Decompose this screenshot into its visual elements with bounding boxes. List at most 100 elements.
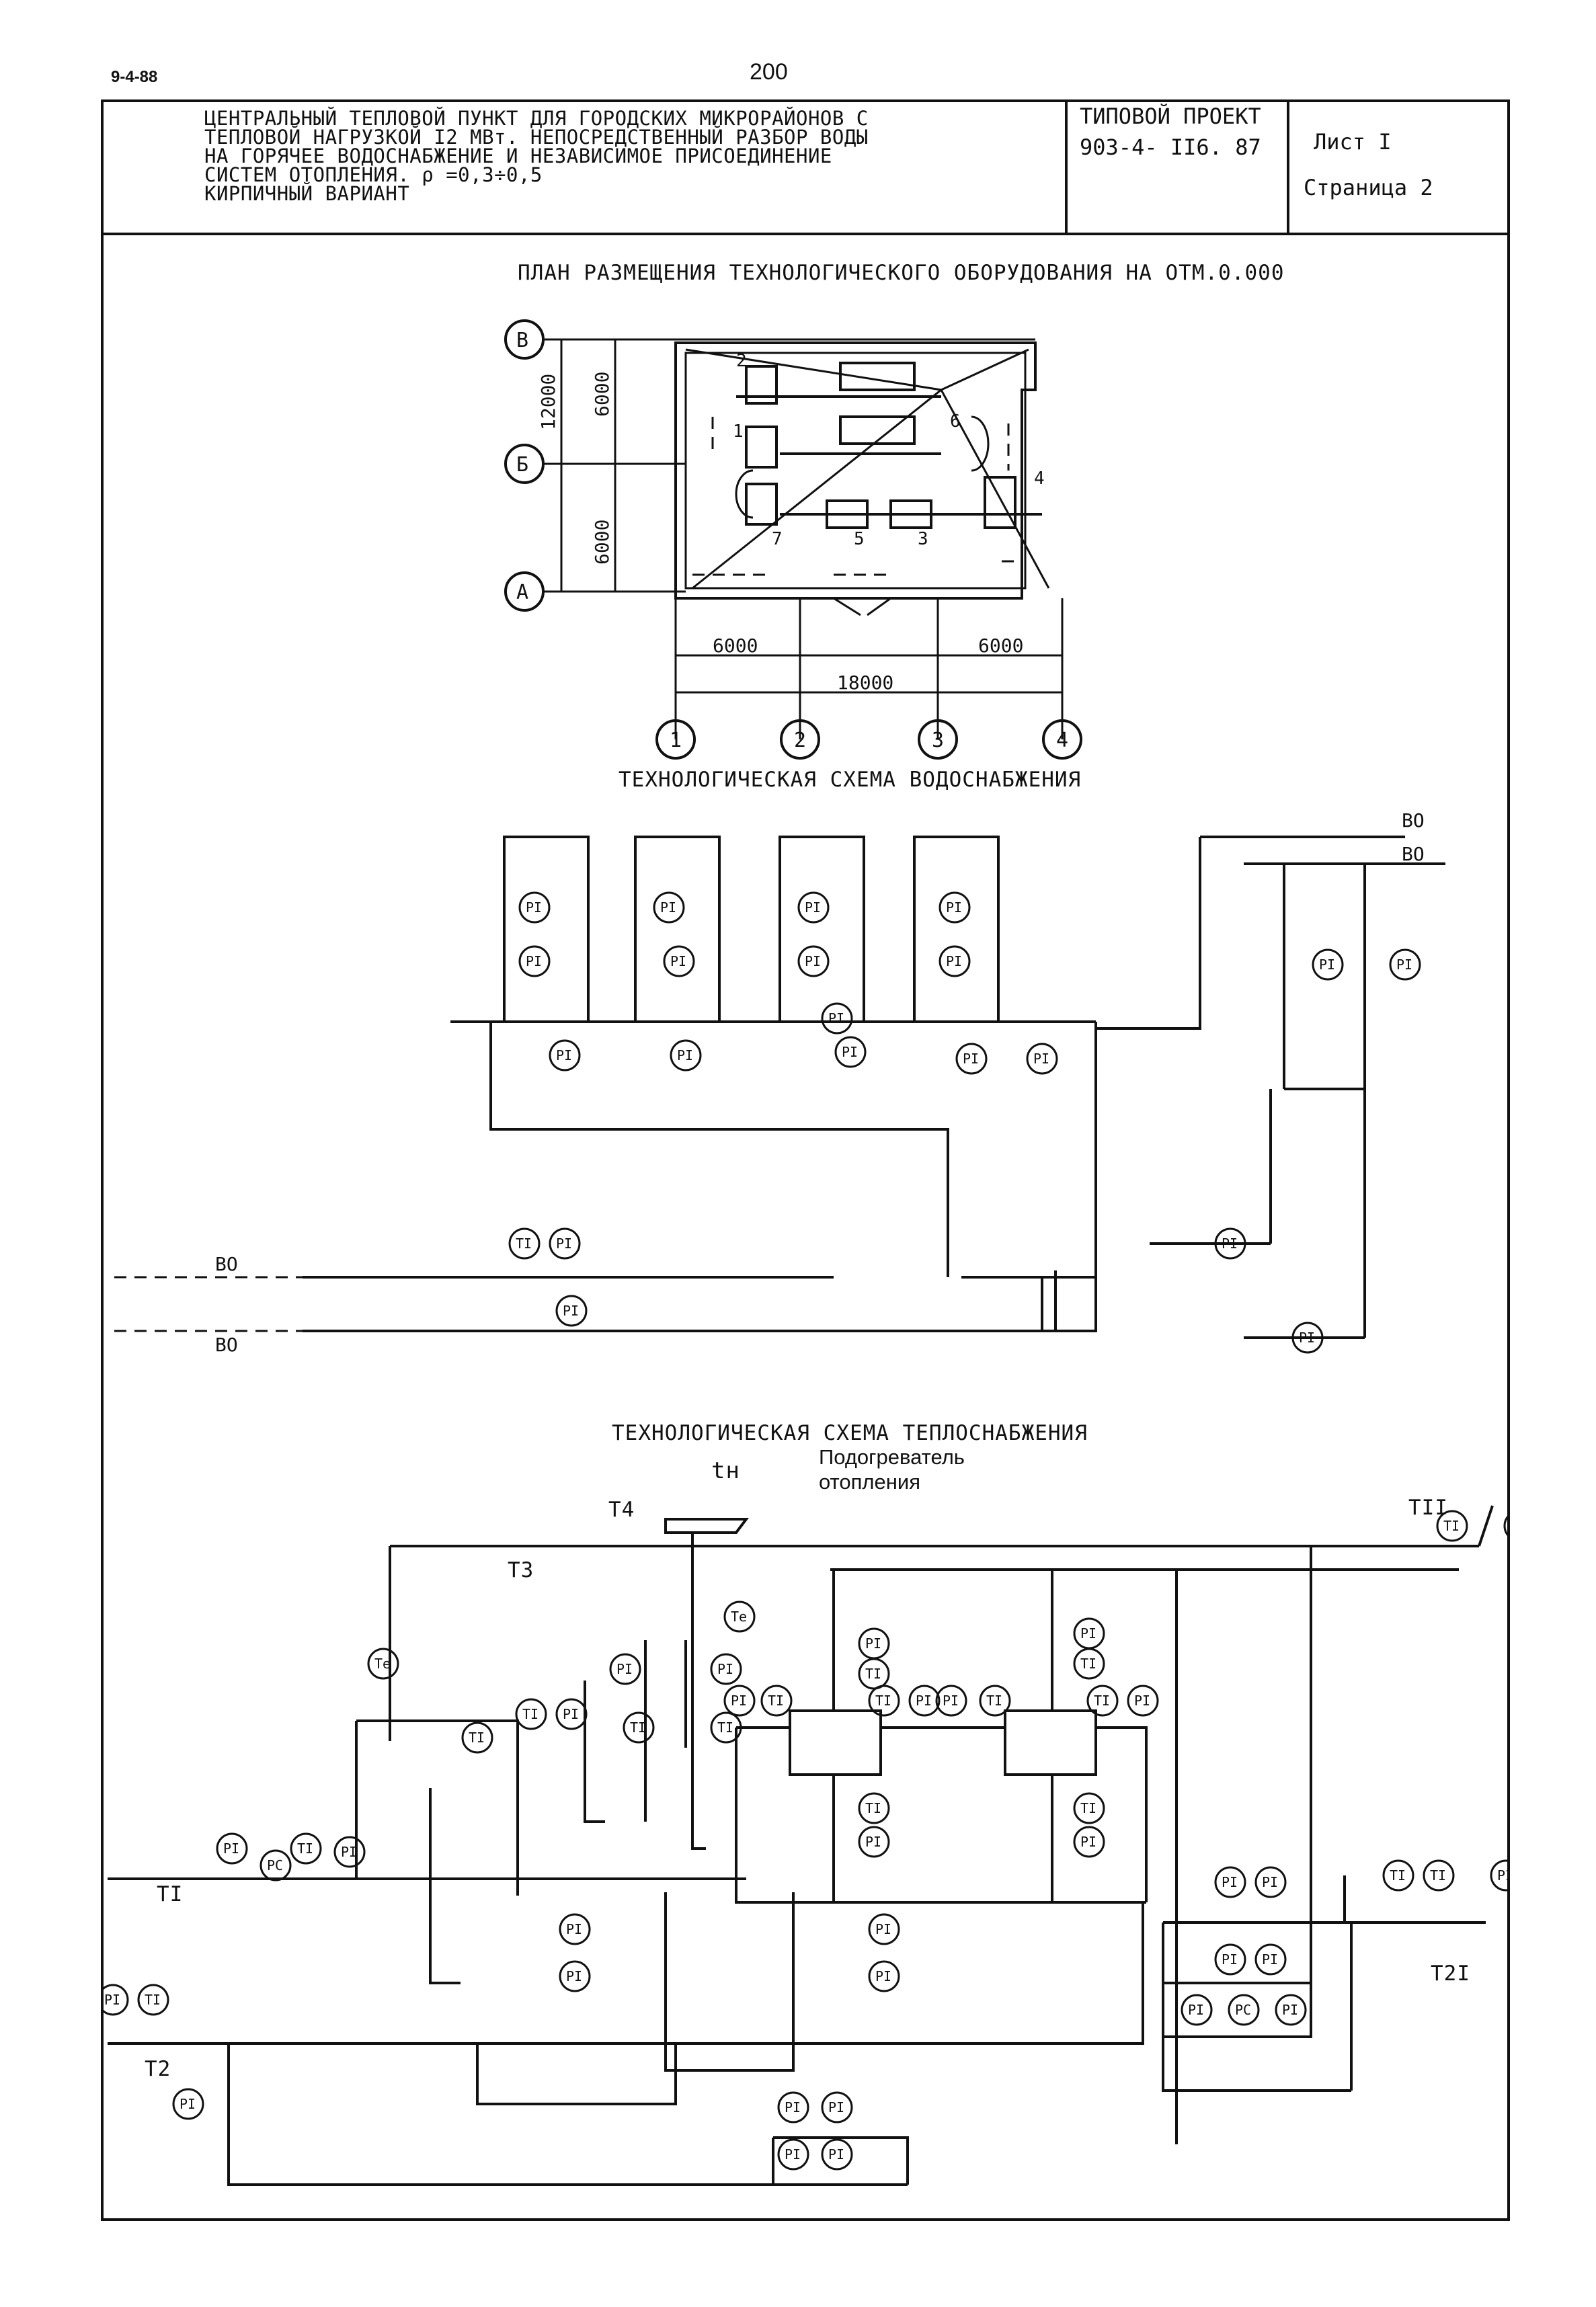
svg-text:PI: PI bbox=[875, 1921, 891, 1937]
svg-text:TI: TI bbox=[145, 1992, 161, 2008]
equip-num-7: 7 bbox=[772, 529, 783, 549]
svg-text:PI: PI bbox=[1319, 957, 1335, 973]
title-block: ЦЕНТРАЛЬНЫЙ ТЕПЛОВОЙ ПУНКТ ДЛЯ ГОРОДСКИХ… bbox=[101, 99, 1510, 235]
svg-text:PI: PI bbox=[1188, 2002, 1204, 2018]
heater-label-1: Подогреватель bbox=[819, 1445, 965, 1469]
svg-text:PI: PI bbox=[526, 899, 542, 916]
svg-text:PI: PI bbox=[842, 1044, 858, 1060]
svg-text:3: 3 bbox=[932, 729, 944, 752]
project-number: 903-4- II6. 87 bbox=[1080, 134, 1261, 160]
line-label: ВО bbox=[215, 1253, 238, 1275]
svg-text:TI: TI bbox=[986, 1693, 1002, 1709]
line-label: ВО bbox=[1402, 809, 1425, 832]
plan-title: ПЛАН РАЗМЕЩЕНИЯ ТЕХНОЛОГИЧЕСКОГО ОБОРУДО… bbox=[518, 261, 1285, 285]
outdoor-temp-label: tн bbox=[711, 1457, 740, 1484]
axis-row-label: А bbox=[516, 581, 528, 604]
equipment-rect bbox=[984, 476, 1016, 529]
svg-text:TI: TI bbox=[865, 1666, 881, 1682]
page-number: 200 bbox=[750, 59, 788, 85]
svg-text:PI: PI bbox=[875, 1968, 891, 1984]
svg-text:PI: PI bbox=[717, 1661, 733, 1677]
svg-text:Te: Te bbox=[731, 1609, 747, 1625]
svg-text:2: 2 bbox=[794, 729, 806, 752]
svg-text:PI: PI bbox=[1497, 1867, 1510, 1884]
svg-text:PI: PI bbox=[916, 1693, 932, 1709]
svg-text:PI: PI bbox=[828, 1010, 844, 1026]
svg-text:PI: PI bbox=[179, 2096, 196, 2112]
equipment-rect bbox=[745, 483, 778, 526]
svg-text:PI: PI bbox=[1222, 1874, 1238, 1890]
svg-text:PI: PI bbox=[943, 1693, 959, 1709]
plan-drawing: 2 1 6 4 5 3 7 В Б А 12000 6000 6000 6000… bbox=[504, 319, 1082, 760]
svg-text:PI: PI bbox=[1134, 1693, 1150, 1709]
svg-text:TI: TI bbox=[1390, 1867, 1406, 1884]
svg-text:PI: PI bbox=[1222, 1951, 1238, 1968]
svg-text:PI: PI bbox=[785, 2146, 801, 2162]
svg-text:PI: PI bbox=[946, 953, 962, 969]
svg-text:PI: PI bbox=[566, 1968, 582, 1984]
svg-text:TI: TI bbox=[1094, 1693, 1110, 1709]
equipment-rect bbox=[745, 365, 778, 405]
equip-num-3: 3 bbox=[918, 529, 928, 549]
svg-text:PI: PI bbox=[785, 2099, 801, 2115]
svg-text:TI: TI bbox=[516, 1236, 532, 1252]
svg-text:TI: TI bbox=[522, 1706, 538, 1722]
line-t1-label: TI bbox=[157, 1882, 184, 1906]
svg-text:TI: TI bbox=[297, 1840, 313, 1857]
water-scheme-title: ТЕХНОЛОГИЧЕСКАЯ СХЕМА ВОДОСНАБЖЕНИЯ bbox=[619, 768, 1082, 792]
axis-row-label: Б bbox=[516, 453, 528, 477]
line-t21-label: T2I bbox=[1431, 1961, 1470, 1986]
svg-text:TI: TI bbox=[768, 1693, 784, 1709]
svg-text:PI: PI bbox=[670, 953, 686, 969]
equipment-rect bbox=[839, 415, 916, 445]
svg-text:PC: PC bbox=[1235, 2002, 1251, 2018]
svg-text:PI: PI bbox=[1282, 2002, 1298, 2018]
title-line: ЦЕНТРАЛЬНЫЙ ТЕПЛОВОЙ ПУНКТ ДЛЯ ГОРОДСКИХ… bbox=[204, 107, 869, 130]
svg-text:PC: PC bbox=[267, 1857, 283, 1873]
svg-text:Te: Te bbox=[374, 1656, 391, 1672]
svg-text:PI: PI bbox=[1080, 1834, 1096, 1850]
svg-text:PI: PI bbox=[731, 1693, 747, 1709]
heat-scheme-title: ТЕХНОЛОГИЧЕСКАЯ СХЕМА ТЕПЛОСНАБЖЕНИЯ bbox=[612, 1421, 1088, 1445]
equip-num-4: 4 bbox=[1034, 469, 1045, 489]
equip-num-5: 5 bbox=[854, 529, 865, 549]
title-line: СИСТЕМ ОТОПЛЕНИЯ. ρ =0,3÷0,5 bbox=[204, 163, 543, 186]
title-line: КИРПИЧНЫЙ ВАРИАНТ bbox=[204, 182, 410, 205]
svg-text:TI: TI bbox=[1080, 1800, 1096, 1816]
svg-text:TI: TI bbox=[1080, 1656, 1096, 1672]
svg-text:PI: PI bbox=[946, 899, 962, 916]
line-t3-label: T3 bbox=[508, 1558, 534, 1582]
svg-text:12000: 12000 bbox=[537, 374, 559, 430]
svg-text:PI: PI bbox=[556, 1047, 572, 1063]
drawing-frame bbox=[101, 233, 1510, 2221]
svg-text:PI: PI bbox=[865, 1635, 881, 1652]
svg-text:PI: PI bbox=[1080, 1625, 1096, 1642]
svg-text:PI: PI bbox=[1396, 957, 1412, 973]
svg-text:PI: PI bbox=[805, 953, 821, 969]
svg-text:PI: PI bbox=[660, 899, 676, 916]
svg-text:PI: PI bbox=[677, 1047, 693, 1063]
title-line: НА ГОРЯЧЕЕ ВОДОСНАБЖЕНИЕ И НЕЗАВИСИМОЕ П… bbox=[204, 145, 832, 167]
svg-text:6000: 6000 bbox=[713, 635, 758, 657]
svg-text:PI: PI bbox=[104, 1992, 120, 2008]
doc-code: 9-4-88 bbox=[111, 68, 158, 86]
svg-text:PI: PI bbox=[1222, 1236, 1238, 1252]
svg-text:1: 1 bbox=[670, 729, 682, 752]
svg-text:PI: PI bbox=[865, 1834, 881, 1850]
project-cell: ТИПОВОЙ ПРОЕКТ 903-4- II6. 87 bbox=[1065, 99, 1289, 235]
line-label: ВО bbox=[215, 1334, 238, 1356]
svg-text:PI: PI bbox=[616, 1661, 633, 1677]
svg-text:6000: 6000 bbox=[591, 372, 613, 417]
equip-num-1: 1 bbox=[733, 421, 744, 442]
svg-text:PI: PI bbox=[563, 1706, 579, 1722]
svg-text:PI: PI bbox=[223, 1840, 239, 1857]
svg-text:18000: 18000 bbox=[837, 672, 893, 694]
svg-text:PI: PI bbox=[963, 1051, 979, 1067]
axis-row-label: В bbox=[516, 329, 528, 352]
svg-text:PI: PI bbox=[556, 1236, 572, 1252]
svg-text:PI: PI bbox=[1262, 1874, 1278, 1890]
equip-num-6: 6 bbox=[950, 411, 961, 432]
equip-num-2: 2 bbox=[736, 351, 747, 371]
